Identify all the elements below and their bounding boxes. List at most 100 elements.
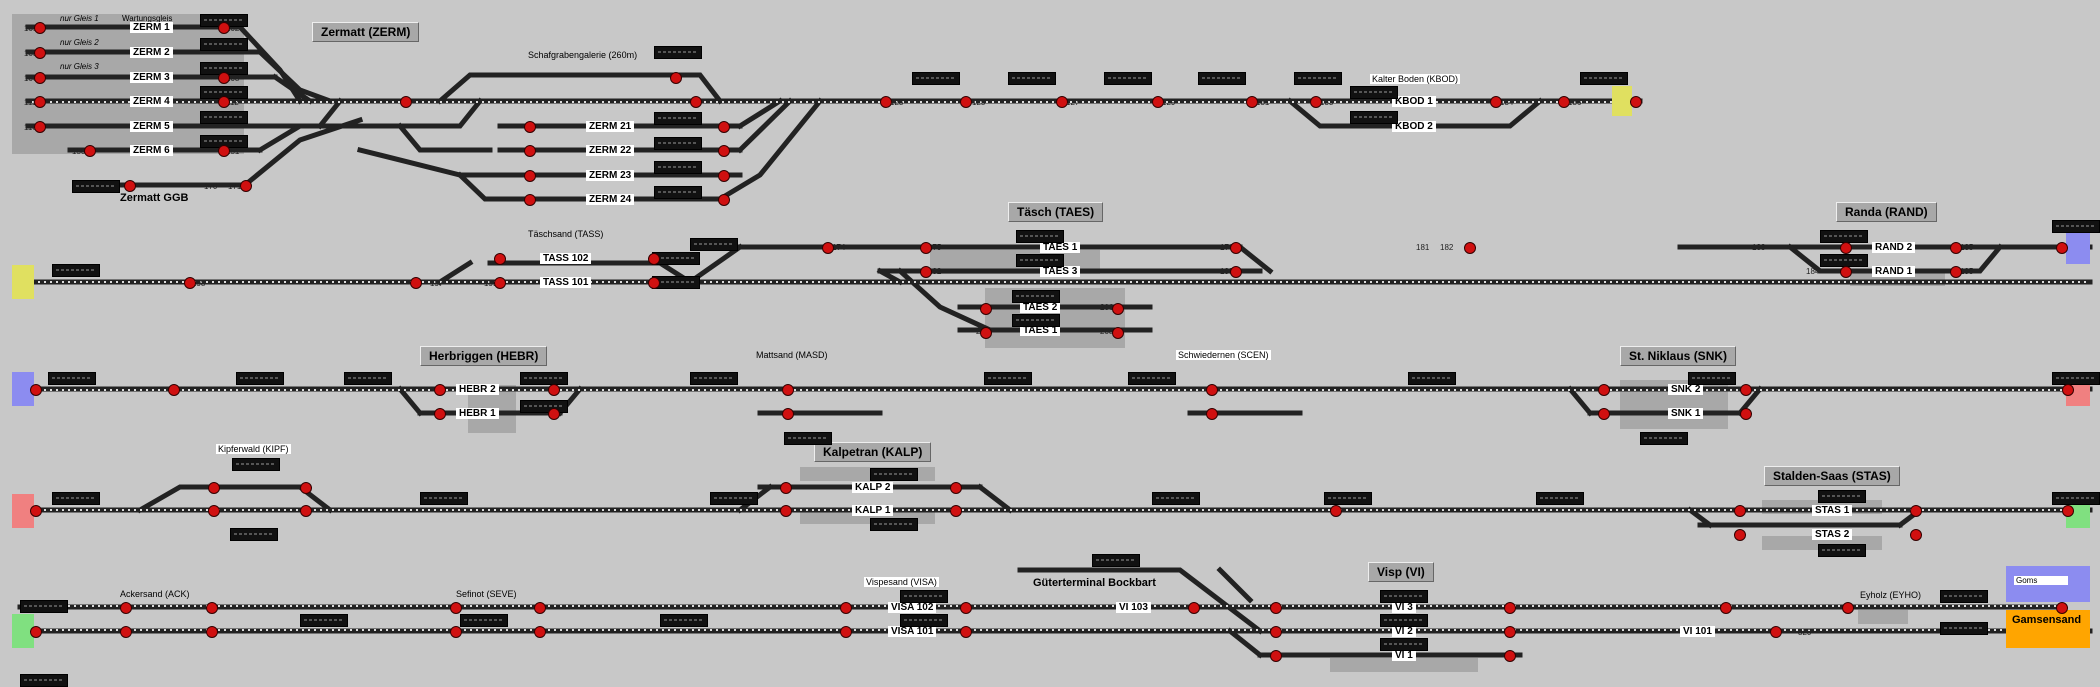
track-zerm-24[interactable]: ZERM 24 <box>586 194 635 205</box>
signal-light[interactable] <box>30 384 42 396</box>
block-display[interactable] <box>870 518 918 531</box>
block-display[interactable] <box>1820 254 1868 267</box>
signal-light[interactable] <box>548 384 560 396</box>
block-display[interactable] <box>690 372 738 385</box>
block-display[interactable] <box>652 276 700 289</box>
signal-light[interactable] <box>34 22 46 34</box>
signal-light[interactable] <box>920 242 932 254</box>
block-display[interactable] <box>1580 72 1628 85</box>
block-display[interactable] <box>784 432 832 445</box>
block-display[interactable] <box>1324 492 1372 505</box>
block-display[interactable] <box>20 674 68 687</box>
track-zerm-21[interactable]: ZERM 21 <box>586 121 635 132</box>
block-display[interactable] <box>2052 492 2100 505</box>
signal-light[interactable] <box>822 242 834 254</box>
block-display[interactable] <box>2052 220 2100 233</box>
signal-light[interactable] <box>718 170 730 182</box>
block-display[interactable] <box>1152 492 1200 505</box>
signal-light[interactable] <box>208 482 220 494</box>
block-display[interactable] <box>1536 492 1584 505</box>
label-goms[interactable]: Goms <box>2014 576 2068 585</box>
signal-light[interactable] <box>782 408 794 420</box>
track-snk-1[interactable]: SNK 1 <box>1668 408 1704 419</box>
signal-light[interactable] <box>1246 96 1258 108</box>
signal-light[interactable] <box>1840 242 1852 254</box>
signal-light[interactable] <box>120 602 132 614</box>
signal-light[interactable] <box>30 505 42 517</box>
signal-light[interactable] <box>1230 242 1242 254</box>
signal-light[interactable] <box>1270 626 1282 638</box>
signal-light[interactable] <box>524 170 536 182</box>
block-display[interactable] <box>1198 72 1246 85</box>
signal-light[interactable] <box>2062 384 2074 396</box>
track-snk-2[interactable]: SNK 2 <box>1668 384 1704 395</box>
signal-light[interactable] <box>648 253 660 265</box>
signal-light[interactable] <box>1188 602 1200 614</box>
block-display[interactable] <box>1380 638 1428 651</box>
block-display[interactable] <box>912 72 960 85</box>
signal-light[interactable] <box>1504 626 1516 638</box>
block-display[interactable] <box>236 372 284 385</box>
signal-light[interactable] <box>494 253 506 265</box>
signal-light[interactable] <box>1734 529 1746 541</box>
signal-light[interactable] <box>960 96 972 108</box>
block-display[interactable] <box>900 590 948 603</box>
track-visa-101[interactable]: VISA 101 <box>888 626 937 637</box>
signal-light[interactable] <box>400 96 412 108</box>
signal-light[interactable] <box>1230 266 1242 278</box>
signal-light[interactable] <box>1206 384 1218 396</box>
block-display[interactable] <box>420 492 468 505</box>
block-display[interactable] <box>652 252 700 265</box>
signal-light[interactable] <box>434 408 446 420</box>
signal-light[interactable] <box>206 626 218 638</box>
signal-light[interactable] <box>1152 96 1164 108</box>
track-tass-102[interactable]: TASS 102 <box>540 253 592 264</box>
signal-light[interactable] <box>218 72 230 84</box>
signal-light[interactable] <box>1598 408 1610 420</box>
signal-light[interactable] <box>960 626 972 638</box>
signal-light[interactable] <box>30 626 42 638</box>
signal-light[interactable] <box>120 626 132 638</box>
block-display[interactable] <box>72 180 120 193</box>
block-display[interactable] <box>52 492 100 505</box>
track-vi-1[interactable]: VI 1 <box>1392 650 1416 661</box>
signal-light[interactable] <box>718 121 730 133</box>
signal-light[interactable] <box>1630 96 1642 108</box>
signal-light[interactable] <box>124 180 136 192</box>
track-kalp-1[interactable]: KALP 1 <box>852 505 894 516</box>
signal-light[interactable] <box>548 408 560 420</box>
block-display[interactable] <box>200 38 248 51</box>
block-display[interactable] <box>1380 590 1428 603</box>
signal-light[interactable] <box>534 626 546 638</box>
signal-light[interactable] <box>218 96 230 108</box>
track-zerm-1[interactable]: ZERM 1 <box>130 22 173 33</box>
track-zerm-5[interactable]: ZERM 5 <box>130 121 173 132</box>
signal-light[interactable] <box>34 96 46 108</box>
block-display[interactable] <box>1818 544 1866 557</box>
track-stas-2[interactable]: STAS 2 <box>1812 529 1853 540</box>
signal-light[interactable] <box>950 482 962 494</box>
signal-light[interactable] <box>208 505 220 517</box>
signal-light[interactable] <box>920 266 932 278</box>
track-zerm-22[interactable]: ZERM 22 <box>586 145 635 156</box>
signal-light[interactable] <box>1464 242 1476 254</box>
signal-light[interactable] <box>1910 529 1922 541</box>
signal-light[interactable] <box>534 602 546 614</box>
block-display[interactable] <box>520 400 568 413</box>
block-display[interactable] <box>654 46 702 59</box>
track-vi-2[interactable]: VI 2 <box>1392 626 1416 637</box>
signal-light[interactable] <box>690 96 702 108</box>
block-display[interactable] <box>654 112 702 125</box>
track-hebr-2[interactable]: HEBR 2 <box>456 384 499 395</box>
signal-light[interactable] <box>1740 384 1752 396</box>
signal-light[interactable] <box>1770 626 1782 638</box>
block-display[interactable] <box>1016 254 1064 267</box>
signal-light[interactable] <box>84 145 96 157</box>
signal-light[interactable] <box>1598 384 1610 396</box>
signal-light[interactable] <box>840 626 852 638</box>
signal-light[interactable] <box>1270 650 1282 662</box>
signal-light[interactable] <box>494 277 506 289</box>
block-display[interactable] <box>660 614 708 627</box>
track-kalp-2[interactable]: KALP 2 <box>852 482 894 493</box>
track-hebr-1[interactable]: HEBR 1 <box>456 408 499 419</box>
